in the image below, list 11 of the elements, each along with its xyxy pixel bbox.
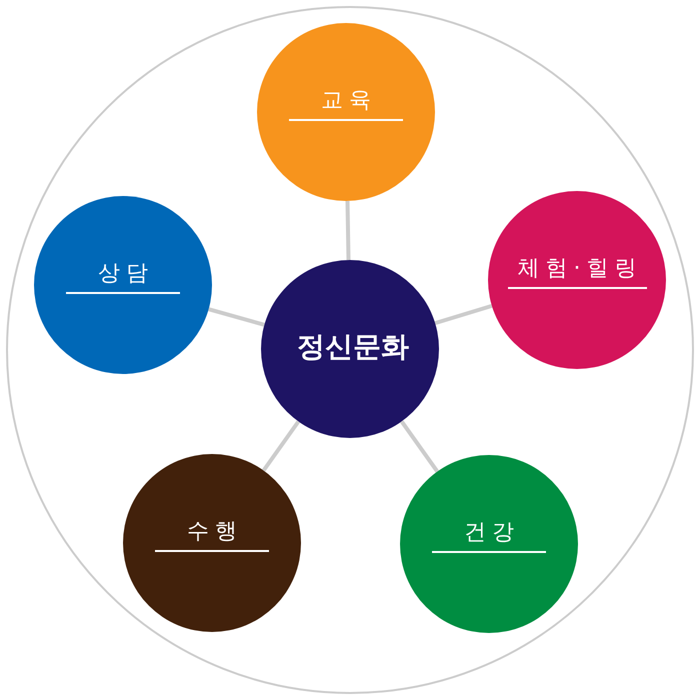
topic-title: 건강 xyxy=(432,517,546,553)
connector-line xyxy=(434,304,492,326)
connector-line xyxy=(262,420,300,472)
connector-line xyxy=(400,420,439,473)
center-title: 정신문화 xyxy=(296,329,410,365)
connector-line xyxy=(208,307,265,327)
topic-title: 체험·힐링 xyxy=(508,253,646,289)
topic-title: 상담 xyxy=(66,258,180,294)
connector-line xyxy=(346,200,350,260)
topic-title: 교육 xyxy=(289,85,403,121)
topic-title: 수행 xyxy=(155,516,269,552)
